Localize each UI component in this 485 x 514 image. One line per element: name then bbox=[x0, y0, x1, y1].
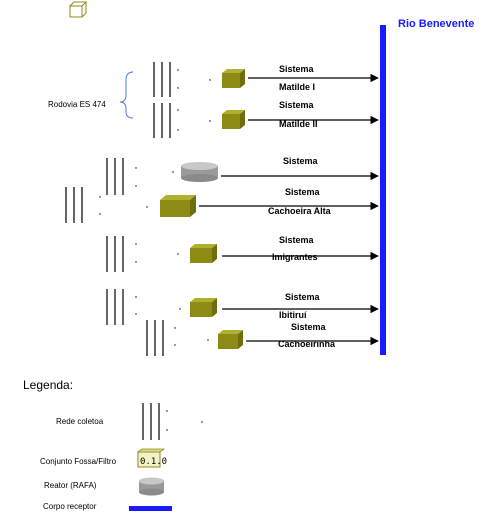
system-label-7-line1: Sistema bbox=[291, 322, 327, 332]
system-label-2-line1: Sistema bbox=[279, 100, 315, 110]
collection-network-1 bbox=[153, 62, 211, 97]
collection-network-6 bbox=[106, 289, 181, 325]
fossa-filter-unit-1 bbox=[222, 69, 245, 88]
legend-label-fossa-filter: Conjunto Fossa/Filtro bbox=[40, 457, 117, 466]
system-label-4-line2: Cachoeira Alta bbox=[268, 206, 332, 216]
system-label-1-line1: Sistema bbox=[279, 64, 315, 74]
system-label-5-line1: Sistema bbox=[279, 235, 315, 245]
legend-fossa-filter-symbol: 0.1.0 bbox=[136, 448, 167, 468]
legend-label-collection-network: Rede coletoa bbox=[56, 417, 104, 426]
system-label-3-line1: Sistema bbox=[283, 156, 319, 166]
fossa-filter-unit-5 bbox=[190, 244, 217, 263]
collection-network-4 bbox=[65, 187, 148, 223]
legend-label-receiving-body: Corpo receptor bbox=[43, 502, 97, 511]
collection-network-2 bbox=[153, 103, 211, 138]
collection-network-3 bbox=[106, 158, 174, 195]
collection-network-5 bbox=[106, 236, 179, 272]
fossa-filter-unit-2 bbox=[222, 110, 245, 129]
road-label: Rodovia ES 474 bbox=[48, 100, 106, 109]
box-icon bbox=[68, 1, 88, 18]
system-label-6-line2: Ibitiruí bbox=[279, 310, 307, 320]
legend-collection-network-symbol bbox=[142, 403, 203, 440]
fossa-filter-unit-6 bbox=[190, 298, 217, 317]
river-bar bbox=[380, 25, 386, 355]
svg-text:0.1.0: 0.1.0 bbox=[140, 457, 167, 467]
river-label: Rio Benevente bbox=[398, 18, 474, 30]
system-label-1-line2: Matilde I bbox=[279, 82, 315, 92]
system-label-6-line1: Sistema bbox=[285, 292, 321, 302]
legend-reactor-symbol bbox=[139, 477, 164, 496]
system-label-5-line2: Imigrantes bbox=[272, 252, 318, 262]
system-label-7-line2: Cachoeirinha bbox=[278, 339, 336, 349]
fossa-filter-unit-7 bbox=[218, 330, 243, 349]
road-brace bbox=[119, 71, 134, 119]
legend-receiving-body-symbol bbox=[129, 506, 172, 511]
legend-label-reactor: Reator (RAFA) bbox=[44, 481, 97, 490]
system-label-2-line2: Matilde II bbox=[279, 119, 318, 129]
legend-title: Legenda: bbox=[23, 378, 73, 392]
system-label-4-line1: Sistema bbox=[285, 187, 321, 197]
reactor-unit-3 bbox=[181, 162, 218, 182]
fossa-filter-unit-4 bbox=[160, 195, 196, 217]
collection-network-7 bbox=[146, 320, 209, 356]
